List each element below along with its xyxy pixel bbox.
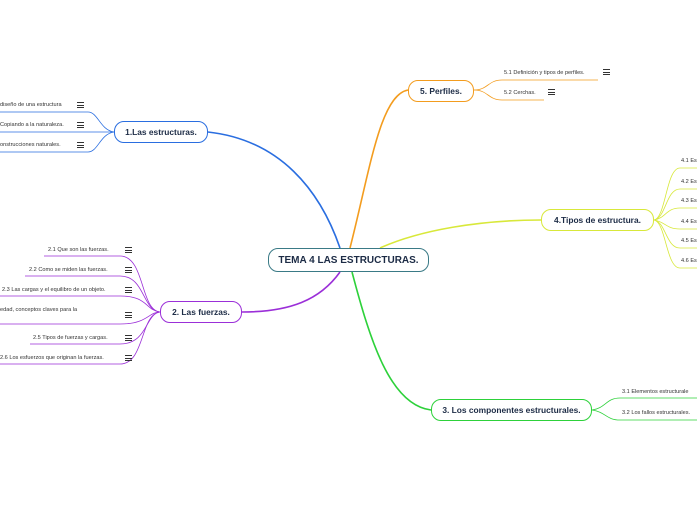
- subtopic-fuerzas-6[interactable]: 2.6 Los esfuerzos que originan la fuerza…: [0, 355, 104, 361]
- subtopic-tipos-5[interactable]: 4.5 Es: [681, 238, 697, 244]
- link-perfiles: [349, 89, 409, 249]
- branch-componentes[interactable]: 3. Los componentes estructurales.: [431, 399, 592, 421]
- notes-icon[interactable]: [125, 312, 132, 318]
- branch-tipos[interactable]: 4.Tipos de estructura.: [541, 209, 654, 231]
- notes-icon[interactable]: [125, 247, 132, 253]
- subtopic-tipos-2[interactable]: 4.2 Es: [681, 179, 697, 185]
- subtopic-estructuras-2[interactable]: Copiando a la naturaleza.: [0, 122, 64, 128]
- subtopic-componentes-2[interactable]: 3.2 Los fallos estructurales.: [622, 410, 691, 416]
- branch-perfiles[interactable]: 5. Perfiles.: [408, 80, 474, 102]
- notes-icon[interactable]: [548, 89, 555, 95]
- subtopic-tipos-3[interactable]: 4.3 Es: [681, 198, 697, 204]
- branch-perfiles-label: 5. Perfiles.: [420, 86, 462, 96]
- subtopic-perfiles-2[interactable]: 5.2 Cerchas.: [504, 90, 536, 96]
- notes-icon[interactable]: [603, 69, 610, 75]
- notes-icon[interactable]: [125, 267, 132, 273]
- link-fuerzas: [241, 271, 341, 313]
- link-estructuras: [207, 131, 341, 249]
- branch-fuerzas-label: 2. Las fuerzas.: [172, 307, 230, 317]
- subtopic-fuerzas-1[interactable]: 2.1 Que son las fuerzas.: [48, 247, 109, 253]
- subtopic-tipos-1[interactable]: 4.1 Es: [681, 158, 697, 164]
- notes-icon[interactable]: [77, 102, 84, 108]
- link-componentes: [351, 271, 432, 411]
- subtopic-estructuras-1[interactable]: diseño de una estructura: [0, 102, 62, 108]
- branch-componentes-label: 3. Los componentes estructurales.: [442, 405, 581, 415]
- subtopic-estructuras-3[interactable]: onstrucciones naturales.: [0, 142, 61, 148]
- subtopic-fuerzas-2[interactable]: 2.2 Como se miden las fuerzas.: [29, 267, 108, 273]
- subtopic-tipos-4[interactable]: 4.4 Es: [681, 219, 697, 225]
- subtopic-perfiles-1[interactable]: 5.1 Definición y tipos de perfiles.: [504, 70, 585, 76]
- subtopic-fuerzas-4[interactable]: edad, conceptos claves para la: [0, 307, 78, 313]
- branch-estructuras[interactable]: 1.Las estructuras.: [114, 121, 208, 143]
- notes-icon[interactable]: [77, 142, 84, 148]
- branch-estructuras-label: 1.Las estructuras.: [125, 127, 197, 137]
- subtopic-tipos-6[interactable]: 4.6 Es: [681, 258, 697, 264]
- link-tipos: [379, 219, 542, 249]
- subtopic-componentes-1[interactable]: 3.1 Elementos estructurale: [622, 389, 689, 395]
- central-topic[interactable]: TEMA 4 LAS ESTRUCTURAS.: [268, 248, 429, 272]
- notes-icon[interactable]: [125, 335, 132, 341]
- notes-icon[interactable]: [125, 355, 132, 361]
- subtopic-fuerzas-3[interactable]: 2.3 Las cargas y el equilibro de un obje…: [2, 287, 106, 293]
- central-topic-label: TEMA 4 LAS ESTRUCTURAS.: [278, 254, 419, 266]
- branch-tipos-label: 4.Tipos de estructura.: [554, 215, 641, 225]
- branch-fuerzas[interactable]: 2. Las fuerzas.: [160, 301, 242, 323]
- subtopic-fuerzas-5[interactable]: 2.5 Tipos de fuerzas y cargas.: [33, 335, 108, 341]
- notes-icon[interactable]: [77, 122, 84, 128]
- notes-icon[interactable]: [125, 287, 132, 293]
